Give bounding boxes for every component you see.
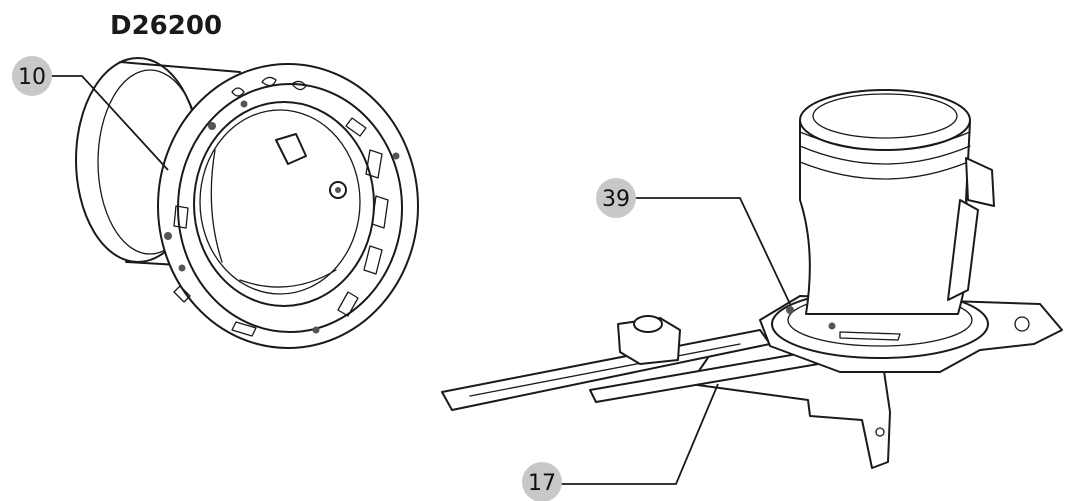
callout-39-label: 39 bbox=[602, 187, 630, 212]
callout-10: 10 bbox=[12, 56, 169, 171]
callout-17-label: 17 bbox=[528, 471, 556, 496]
collar-ring-drawing bbox=[75, 57, 419, 349]
mounting-bracket-drawing bbox=[441, 89, 1063, 469]
callout-17: 17 bbox=[522, 383, 719, 501]
model-number: D26200 bbox=[110, 11, 222, 41]
callout-39: 39 bbox=[596, 178, 791, 305]
callout-10-label: 10 bbox=[18, 65, 46, 90]
